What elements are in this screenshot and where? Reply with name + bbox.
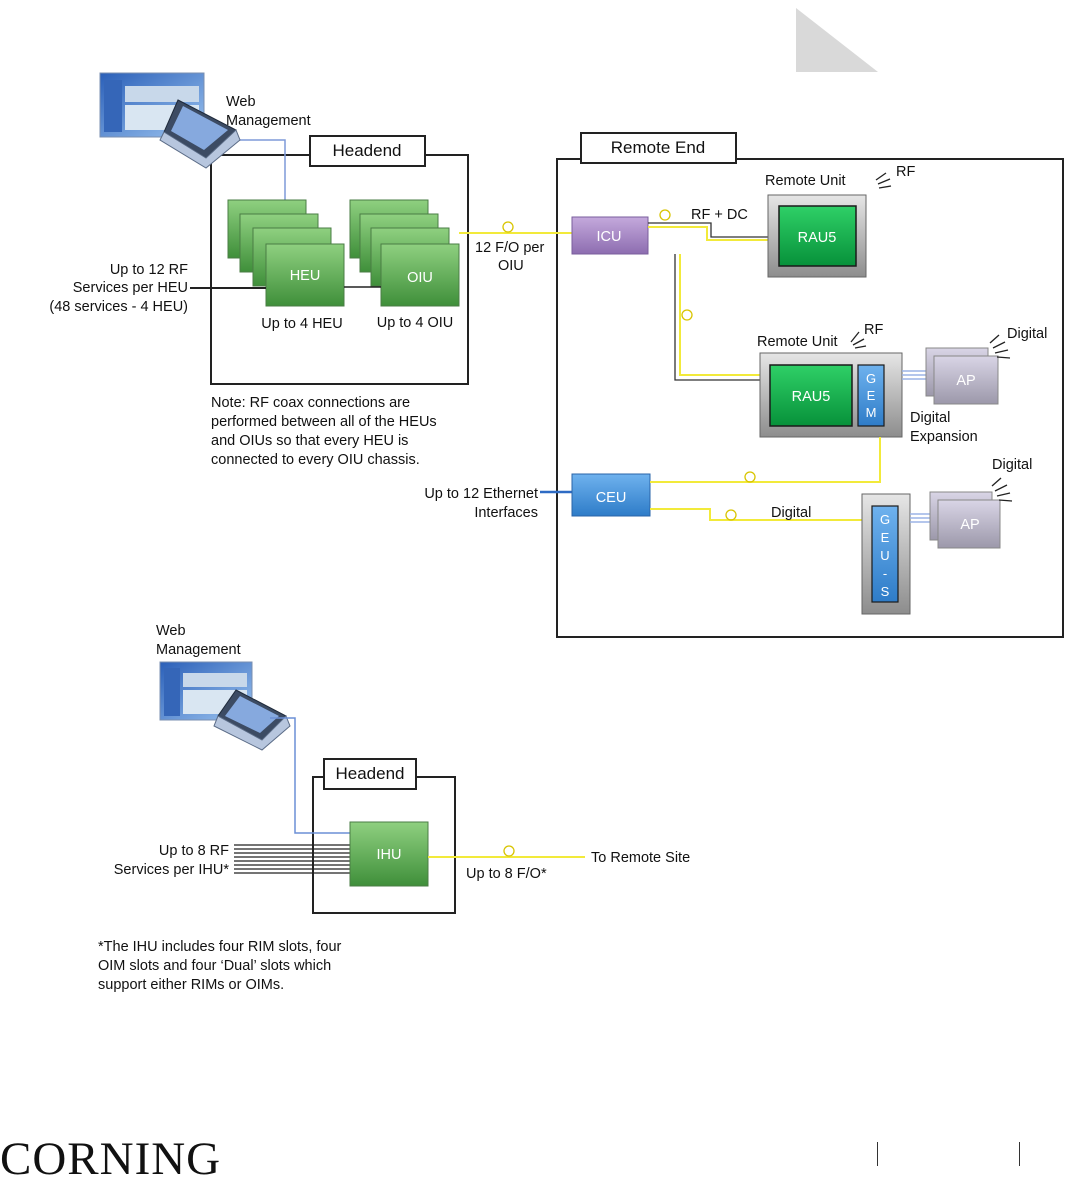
remote-unit-2-label: Remote Unit	[757, 334, 838, 350]
up-to-4-oiu: Up to 4 OIU	[377, 315, 454, 331]
note-line1: Note: RF coax connections are	[211, 395, 410, 411]
rf-signal-icon	[875, 172, 892, 189]
remote-end-title: Remote End	[611, 138, 706, 157]
remote-unit-1-label: Remote Unit	[765, 173, 846, 189]
laptop-web-management-icon[interactable]	[159, 661, 291, 751]
rau5-1-label: RAU5	[798, 230, 837, 246]
icu-unit	[571, 216, 649, 255]
icu-rau1-fiber	[648, 226, 768, 241]
digital-signal-icon	[989, 334, 1011, 359]
rf-services-line2: Services per HEU	[73, 280, 188, 296]
ceu-unit	[571, 473, 651, 517]
note-line3: and OIUs so that every HEU is	[211, 433, 408, 449]
footer-divider	[877, 1142, 878, 1166]
ceu-geus-fiber	[650, 508, 863, 521]
heu-stack	[227, 199, 345, 307]
headend-title: Headend	[332, 141, 401, 160]
geus-letter-e: E	[881, 530, 890, 545]
icu-rau2-power	[674, 254, 762, 381]
ap-2-label: AP	[960, 517, 979, 533]
rf-label-1: RF	[896, 164, 915, 180]
icu-label: ICU	[597, 229, 622, 245]
up-to-4-heu: Up to 4 HEU	[261, 316, 342, 332]
rau5-2-label: RAU5	[792, 389, 831, 405]
fo-bottom-label: Up to 8 F/O*	[466, 866, 547, 882]
rf-services-bottom-line2: Services per IHU*	[114, 862, 230, 878]
ap-2-unit	[929, 491, 1001, 549]
geus-module	[871, 505, 899, 603]
fiber-loop-icon	[681, 309, 693, 321]
oiu-stack	[349, 199, 460, 307]
fo-per-oiu-line1: 12 F/O per	[475, 240, 544, 256]
fiber-loop-icon	[659, 209, 671, 221]
ceu-label: CEU	[596, 490, 627, 506]
note-line4: connected to every OIU chassis.	[211, 452, 420, 468]
oiu-label: OIU	[407, 270, 433, 286]
icu-rau1-power	[648, 222, 768, 238]
geus-letter-s: S	[881, 584, 890, 599]
web-management-label-line2: Management	[226, 113, 311, 129]
ethernet-line2: Interfaces	[474, 505, 538, 521]
ihu-label: IHU	[377, 847, 402, 863]
management-link-bottom	[270, 717, 350, 834]
fo-per-oiu-line2: OIU	[498, 258, 524, 274]
headend-title-box	[309, 135, 426, 167]
icu-rau2-fiber	[679, 254, 762, 376]
management-link	[230, 139, 286, 210]
corning-logo: CORNING	[0, 1133, 222, 1185]
ceu-gem-fiber	[650, 437, 881, 483]
footnote-line3: support either RIMs or OIMs.	[98, 977, 284, 993]
digital-expansion-line2: Expansion	[910, 429, 978, 445]
digital-link-label: Digital	[771, 505, 811, 521]
laptop-web-management-icon[interactable]	[99, 72, 241, 169]
rf-signal-icon	[850, 331, 867, 349]
rf-dc-label: RF + DC	[691, 207, 748, 223]
geus-letter-g: G	[880, 512, 890, 527]
gem-letter-g: G	[866, 371, 876, 386]
rf-services-bottom-line1: Up to 8 RF	[159, 843, 229, 859]
heu-label: HEU	[290, 268, 321, 284]
footer-divider	[1019, 1142, 1020, 1166]
rf-label-2: RF	[864, 322, 883, 338]
footnote-line1: *The IHU includes four RIM slots, four	[98, 939, 342, 955]
rf-services-line3: (48 services - 4 HEU)	[49, 299, 188, 315]
corner-mark	[796, 8, 878, 72]
headend-title-bottom: Headend	[335, 764, 404, 783]
fiber-loop-icon	[725, 509, 737, 521]
note-line2: performed between all of the HEUs	[211, 414, 437, 430]
digital-label-1: Digital	[1007, 326, 1047, 342]
rau5-2-unit	[769, 364, 853, 427]
footnote-line2: OIM slots and four ‘Dual’ slots which	[98, 958, 331, 974]
gem-module	[857, 364, 885, 427]
rau5-1-unit	[778, 205, 857, 267]
fiber-loop-icon	[502, 221, 514, 233]
digital-signal-icon	[991, 477, 1013, 502]
rf-input-lines	[234, 844, 350, 874]
digital-label-2: Digital	[992, 457, 1032, 473]
ihu-unit	[349, 821, 429, 887]
fiber-loop-icon	[744, 471, 756, 483]
ap-1-label: AP	[956, 373, 975, 389]
geus-letter-u: U	[880, 548, 889, 563]
web-management-label-line1: Web	[226, 94, 256, 110]
gem-letter-m: M	[866, 405, 877, 420]
ethernet-line1: Up to 12 Ethernet	[424, 486, 538, 502]
digital-expansion-line1: Digital	[910, 410, 950, 426]
gem-letter-e: E	[867, 388, 876, 403]
geus-letter-dash: -	[883, 566, 887, 581]
remote-end-title-box	[580, 132, 737, 164]
to-remote-site: To Remote Site	[591, 850, 690, 866]
rf-services-line1: Up to 12 RF	[110, 262, 188, 278]
fiber-loop-icon	[503, 845, 515, 857]
ap-1-unit	[925, 347, 999, 405]
web-management-bottom-line1: Web	[156, 623, 186, 639]
headend-title-box-bottom	[323, 758, 417, 790]
web-management-bottom-line2: Management	[156, 642, 241, 658]
